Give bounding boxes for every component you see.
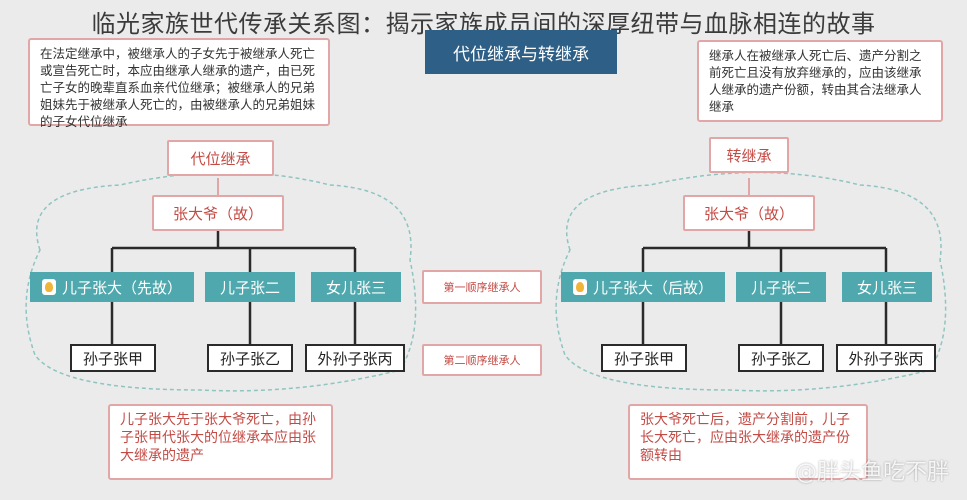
right-grandchild-1: 孙子张甲 <box>601 344 687 372</box>
order-label-first: 第一顺序继承人 <box>422 270 542 304</box>
right-child-2: 儿子张二 <box>736 272 826 302</box>
left-label-daiwei: 代位继承 <box>167 140 274 176</box>
left-child-1-label: 儿子张大（先故） <box>61 278 182 297</box>
right-child-1: 儿子张大（后故） <box>561 272 725 302</box>
left-grandchild-3: 外孙子张丙 <box>305 344 405 372</box>
left-bottom-note: 儿子张大先于张大爷死亡，由孙子张甲代张大的位继承本应由张大继承的遗产 <box>108 404 333 480</box>
right-grandchild-3: 外孙子张丙 <box>836 344 936 372</box>
right-dashed-outline <box>555 171 947 392</box>
watermark: @胖头鱼吃不胖 <box>794 460 949 485</box>
header-box: 代位继承与转继承 <box>425 30 617 74</box>
left-child-3: 女儿张三 <box>311 272 401 302</box>
left-grandchild-1: 孙子张甲 <box>70 344 156 372</box>
left-grandfather: 张大爷（故） <box>152 195 284 231</box>
left-child-2: 儿子张二 <box>205 272 295 302</box>
right-child-3: 女儿张三 <box>842 272 932 302</box>
right-child-1-label: 儿子张大（后故） <box>592 278 713 297</box>
right-bottom-note: 张大爷死亡后，遗产分割前，儿子长大死亡，应由张大继承的遗产份额转由 <box>628 404 868 480</box>
flame-icon <box>41 279 56 295</box>
right-grandchild-2: 孙子张乙 <box>738 344 824 372</box>
flame-icon <box>572 279 587 295</box>
left-grandchild-2: 孙子张乙 <box>207 344 293 372</box>
left-tree-lines <box>110 143 357 344</box>
order-label-second: 第二顺序继承人 <box>422 344 542 376</box>
left-top-note: 在法定继承中，被继承人的子女先于被继承人死亡或宣告死亡时，本应由继承人继承的遗产… <box>28 38 330 129</box>
right-grandfather: 张大爷（故） <box>683 195 815 231</box>
left-dashed-outline <box>25 171 417 392</box>
right-label-zhuan: 转继承 <box>709 137 789 173</box>
right-top-note: 继承人在被继承人死亡后、遗产分割之前死亡且没有放弃继承的，应由该继承人继承的遗产… <box>697 40 943 122</box>
left-child-1: 儿子张大（先故） <box>30 272 194 302</box>
